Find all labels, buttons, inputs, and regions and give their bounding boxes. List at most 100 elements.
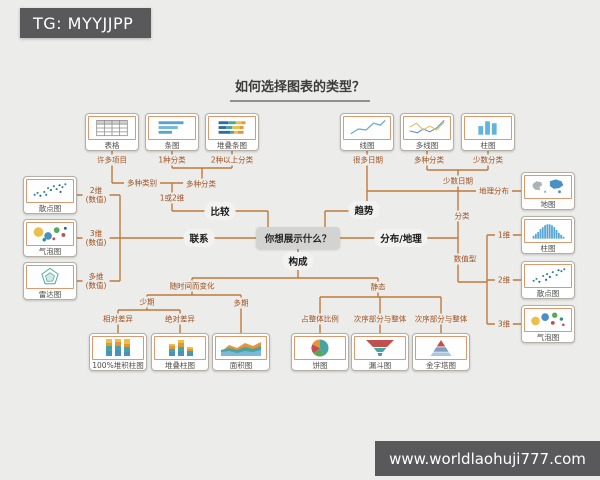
multi-line-chart-icon <box>403 116 451 140</box>
chart-card-map: 地图 <box>521 172 575 210</box>
edge-label-over-time: 随时间而变化 <box>166 280 218 292</box>
edge-label-ordered-part-2: 次序部分与整体 <box>411 313 471 325</box>
chart-card-label: 地图 <box>540 200 556 209</box>
chart-card-pie: 饼图 <box>291 333 349 371</box>
edge-label-multi-class: 多种类别 <box>124 177 160 189</box>
pyramid-chart-icon <box>415 336 467 360</box>
branch-trend: 趋势 <box>348 201 380 219</box>
edge-label-1d: 1维 <box>494 229 514 241</box>
map-chart-icon <box>524 175 572 199</box>
chart-card-bar: 条图 <box>145 113 199 151</box>
chart-card-line: 线图 <box>340 113 394 151</box>
chart-card-label: 气泡图 <box>38 247 62 256</box>
line-chart-icon <box>343 116 391 140</box>
histogram-chart-icon <box>524 219 572 243</box>
edge-label-static: 静态 <box>367 281 389 293</box>
edge-label-one-or-two-dims: 1或2维 <box>156 192 188 204</box>
chart-card-histogram: 柱图 <box>521 216 575 254</box>
edge-label-multi-category-left: 多种分类 <box>183 178 219 190</box>
edge-label-multi-category-right: 多种分类 <box>411 154 447 166</box>
chart-card-pyramid: 金字塔图 <box>412 333 470 371</box>
edge-label-many-dates: 很多日期 <box>350 154 386 166</box>
chart-card-multi-line: 多线图 <box>400 113 454 151</box>
chart-card-label: 堆叠柱图 <box>165 361 195 370</box>
chart-card-scatter-2: 散点图 <box>521 261 575 299</box>
chart-card-label: 漏斗图 <box>368 361 392 370</box>
chart-card-label: 散点图 <box>536 289 560 298</box>
area-chart-icon <box>215 336 267 360</box>
chart-card-label: 散点图 <box>38 204 62 213</box>
chart-card-funnel: 漏斗图 <box>351 333 409 371</box>
chart-card-stacked-bar: 堆叠条图 <box>205 113 259 151</box>
edge-label-numeric-type: 数值型 <box>450 253 480 265</box>
edge-label-2d-numeric: 2维 (数值) <box>82 185 110 205</box>
branch-relation: 联系 <box>183 229 215 247</box>
branch-distribution: 分布/地理 <box>374 229 428 247</box>
bubble-chart-icon <box>524 308 572 332</box>
edge-label-3d: 3维 <box>494 318 514 330</box>
edge-label-few-categories: 少数分类 <box>470 154 506 166</box>
edge-label-dims: 多维 <box>88 272 104 281</box>
chart-card-bubble: 气泡图 <box>23 219 77 257</box>
edge-label-dims: 3维 <box>89 229 103 238</box>
chart-card-table: 表格 <box>85 113 139 151</box>
edge-label-geo-distribution: 地理分布 <box>476 185 512 197</box>
chart-card-label: 堆叠条图 <box>217 141 247 150</box>
edge-label-few-periods: 少期 <box>136 296 158 308</box>
telegram-badge: TG: MYYJJPP <box>20 8 151 38</box>
central-question-node: 你想展示什么？ <box>256 227 340 249</box>
chart-card-stacked-100: 100%堆积柱图 <box>89 333 147 371</box>
chart-card-scatter: 散点图 <box>23 176 77 214</box>
scatter-chart-icon <box>524 264 572 288</box>
chart-card-label: 面积图 <box>229 361 253 370</box>
stacked-column-icon <box>154 336 206 360</box>
chart-card-label: 条图 <box>164 141 180 150</box>
chart-card-label: 气泡图 <box>536 333 560 342</box>
edge-label-2d: 2维 <box>494 274 514 286</box>
edge-label-share-of-whole: 占整体比例 <box>298 313 342 325</box>
chart-card-stacked-column: 堆叠柱图 <box>151 333 209 371</box>
scatter-chart-icon <box>26 179 74 203</box>
stacked-bar-chart-icon <box>208 116 256 140</box>
chart-card-label: 柱图 <box>480 141 496 150</box>
chart-card-radar: 雷达图 <box>23 262 77 300</box>
footer-url: www.worldlaohuji777.com <box>375 441 600 476</box>
edge-label-3d-numeric: 3维 (数值) <box>82 228 110 248</box>
edge-label-multi-d-numeric: 多维 (数值) <box>82 271 110 291</box>
edge-label-relative-diff: 相对差异 <box>100 313 136 325</box>
chart-card-label: 雷达图 <box>38 290 62 299</box>
branch-compare: 比较 <box>204 202 236 220</box>
column-chart-icon <box>464 116 512 140</box>
edge-label-one-category: 1种分类 <box>155 154 189 166</box>
funnel-chart-icon <box>354 336 406 360</box>
radar-chart-icon <box>26 265 74 289</box>
bubble-chart-icon <box>26 222 74 246</box>
page-title: 如何选择图表的类型？ <box>229 76 371 102</box>
chart-card-label: 柱图 <box>540 244 556 253</box>
pie-chart-icon <box>294 336 346 360</box>
chart-card-label: 线图 <box>359 141 375 150</box>
chart-card-column: 柱图 <box>461 113 515 151</box>
edge-label-categorical: 分类 <box>451 210 473 222</box>
chart-card-bubble-2: 气泡图 <box>521 305 575 343</box>
bar-chart-icon <box>148 116 196 140</box>
edge-label-two-plus-categories: 2种以上分类 <box>207 154 257 166</box>
chart-card-label: 金字塔图 <box>426 361 456 370</box>
edge-label-ordered-part-1: 次序部分与整体 <box>350 313 410 325</box>
edge-label-absolute-diff: 绝对差异 <box>162 313 198 325</box>
edge-label-numeric-suffix: (数值) <box>85 195 107 204</box>
edge-label-many-periods: 多期 <box>230 297 252 309</box>
edge-label-few-dates: 少数日期 <box>440 175 476 187</box>
edge-label-numeric-suffix: (数值) <box>85 238 107 247</box>
edge-label-dims: 2维 <box>89 186 103 195</box>
chart-card-label: 多线图 <box>415 141 439 150</box>
chart-card-label: 表格 <box>104 141 120 150</box>
edge-label-numeric-suffix: (数值) <box>85 281 107 290</box>
edge-label-many-items: 许多项目 <box>94 154 130 166</box>
chart-card-area: 面积图 <box>212 333 270 371</box>
stacked-100-column-icon <box>92 336 144 360</box>
chart-card-label: 饼图 <box>312 361 328 370</box>
table-chart-icon <box>88 116 136 140</box>
chart-card-label: 100%堆积柱图 <box>92 361 144 370</box>
